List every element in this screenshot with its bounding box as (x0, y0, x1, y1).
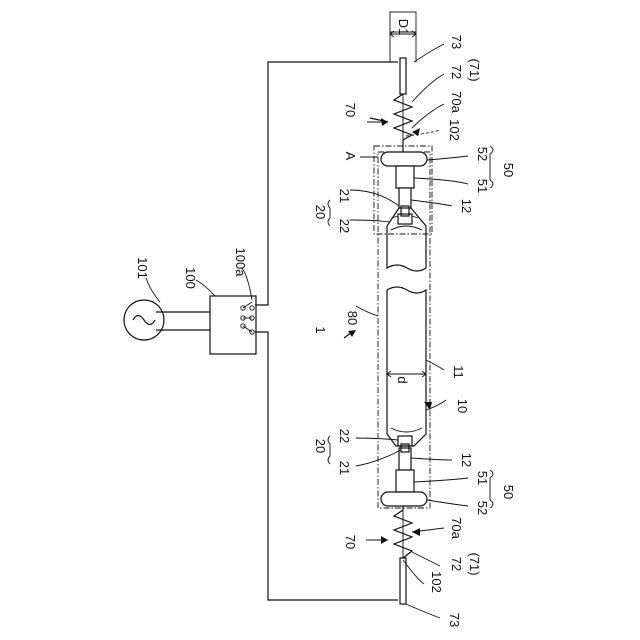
power-unit (210, 296, 256, 354)
terminal-icon (250, 306, 254, 310)
bottom-base-51 (396, 470, 414, 492)
leader-12-bot (411, 458, 452, 460)
terminal-link (243, 302, 252, 308)
top-cap-52 (381, 152, 427, 166)
top-lead-73 (400, 58, 406, 94)
label-51-top: 51 (475, 179, 490, 193)
label-102-top: 102 (447, 119, 462, 141)
label-70-top: 70 (343, 103, 358, 117)
leader-22-bot (356, 438, 398, 440)
bottom-cap-52 (381, 492, 427, 506)
top-wire (255, 62, 398, 305)
leader-11 (426, 360, 444, 370)
label-a: A (343, 152, 358, 161)
label-22-bot: 22 (337, 429, 352, 443)
label-71-top: (71) (467, 58, 482, 81)
label-50-top: 50 (501, 163, 516, 177)
bottom-lead-73 (400, 558, 406, 604)
bottom-lead-assembly (394, 496, 412, 604)
tube-lower-shoulder (391, 428, 422, 432)
leader-52-bot (427, 500, 468, 506)
top-end-cap (381, 152, 427, 208)
labels: D1 73 72 (71) 70a 70 102 A 52 51 50 12 2… (135, 19, 516, 628)
leader-101 (146, 278, 160, 302)
label-102-bot: 102 (429, 571, 444, 593)
label-52-top: 52 (475, 147, 490, 161)
label-52-bot: 52 (475, 501, 490, 515)
label-72-top: 72 (449, 65, 464, 79)
arrowhead (381, 536, 388, 544)
leader-12-top (411, 200, 452, 206)
ac-power-source (124, 300, 164, 340)
label-100: 100 (183, 267, 198, 289)
leader-52-top (427, 156, 468, 160)
label-21-bot: 21 (337, 461, 352, 475)
leader-21-bot (356, 450, 401, 466)
label-72-bot: 72 (449, 557, 464, 571)
power-unit-box (210, 296, 256, 354)
label-1: 1 (313, 326, 328, 333)
bottom-wire (255, 332, 398, 600)
label-51-bot: 51 (475, 471, 490, 485)
label-20-bot: 20 (313, 439, 328, 453)
label-71-bot: (71) (467, 552, 482, 575)
tube-upper (387, 206, 426, 271)
label-70-bot: 70 (343, 535, 358, 549)
label-22-top: 22 (337, 219, 352, 233)
label-11: 11 (451, 365, 466, 379)
label-d: d (395, 376, 410, 383)
arrowhead (381, 118, 388, 126)
label-d1: D1 (396, 19, 411, 36)
wiring-loop (156, 62, 398, 600)
pointer-arrows (344, 118, 432, 544)
label-73-top: 73 (449, 35, 464, 49)
label-70a-bot: 70a (449, 517, 464, 539)
sine-wave-icon (133, 316, 155, 325)
leader-22-top (350, 220, 390, 222)
label-12-bot: 12 (459, 453, 474, 467)
label-73-bot: 73 (447, 613, 462, 627)
tube-upper-shoulder (391, 226, 422, 230)
arrowhead (412, 528, 420, 536)
terminal-link (243, 326, 252, 332)
electrode-wire (412, 216, 418, 218)
arrowhead (424, 402, 432, 410)
leader-51-top (414, 178, 468, 184)
leader-72-top (412, 74, 444, 102)
leader-73-top (414, 44, 444, 62)
label-100a: 100a (233, 248, 248, 278)
label-21-top: 21 (337, 189, 352, 203)
label-70a-top: 70a (449, 91, 464, 113)
label-50-bot: 50 (501, 485, 516, 499)
leader-51-bot (414, 478, 468, 482)
top-seal-12 (399, 188, 411, 208)
leader-73-bot (406, 604, 440, 618)
tube-middle-body (387, 287, 426, 446)
leader-21-top (350, 190, 399, 206)
label-10: 10 (455, 399, 470, 413)
label-20-top: 20 (313, 205, 328, 219)
label-12-top: 12 (459, 199, 474, 213)
top-lead-assembly (394, 58, 412, 152)
leader-70a-top (412, 104, 444, 128)
top-base-51 (396, 166, 414, 188)
leader-72-bot (412, 552, 440, 566)
tube-middle (387, 287, 426, 452)
label-101: 101 (135, 257, 150, 279)
label-80: 80 (345, 311, 360, 325)
